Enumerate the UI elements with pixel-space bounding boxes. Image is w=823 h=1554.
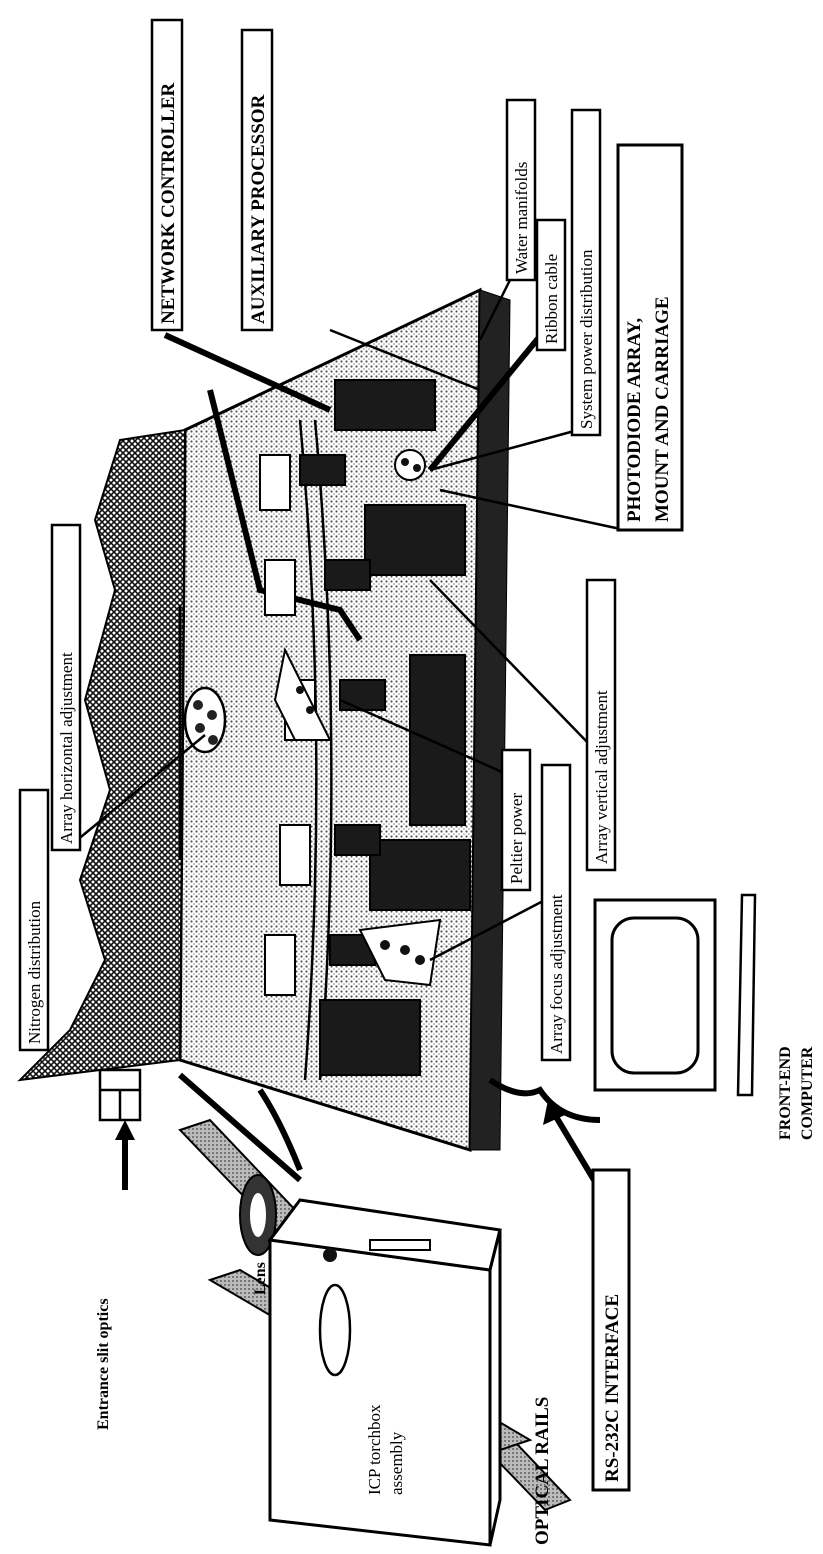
svg-text:NETWORK CONTROLLER: NETWORK CONTROLLER <box>158 82 179 324</box>
label-water-manifolds: Water manifolds <box>507 100 535 280</box>
label-optical-rails: OPTICAL RAILS <box>532 1397 553 1545</box>
svg-text:COMPUTER: COMPUTER <box>799 1046 816 1140</box>
icp-torchbox-assembly <box>270 1200 500 1545</box>
label-peltier-power: Peltier power <box>502 750 530 890</box>
svg-text:Array focus adjustment: Array focus adjustment <box>547 894 566 1054</box>
svg-text:PHOTODIODE ARRAY,: PHOTODIODE ARRAY, <box>624 318 645 522</box>
svg-text:Ribbon cable: Ribbon cable <box>542 254 561 344</box>
svg-text:Peltier power: Peltier power <box>507 793 526 884</box>
label-photodiode-array: PHOTODIODE ARRAY, MOUNT AND CARRIAGE <box>618 145 682 530</box>
rs232c-cable <box>490 1080 600 1120</box>
front-end-computer <box>595 895 755 1095</box>
label-rs232c-interface: RS-232C INTERFACE <box>593 1170 629 1490</box>
svg-text:Array vertical adjustment: Array vertical adjustment <box>592 690 611 864</box>
svg-text:Entrance slit optics: Entrance slit optics <box>95 1298 112 1430</box>
svg-text:FRONT-END: FRONT-END <box>777 1046 794 1140</box>
svg-text:Array horizontal adjustment: Array horizontal adjustment <box>57 652 76 844</box>
label-array-focus-adjustment: Array focus adjustment <box>542 765 570 1060</box>
label-auxiliary-processor: AUXILIARY PROCESSOR <box>242 30 272 330</box>
svg-text:MOUNT AND CARRIAGE: MOUNT AND CARRIAGE <box>652 296 673 522</box>
svg-text:AUXILIARY PROCESSOR: AUXILIARY PROCESSOR <box>248 94 269 324</box>
svg-text:RS-232C INTERFACE: RS-232C INTERFACE <box>602 1294 623 1482</box>
label-entrance-slit-optics: Entrance slit optics <box>95 1298 112 1430</box>
svg-text:Nitrogen distribution: Nitrogen distribution <box>25 900 44 1044</box>
entrance-slit <box>100 1070 140 1120</box>
label-lens: Lens <box>252 1262 269 1295</box>
label-front-end-computer: FRONT-END COMPUTER <box>777 1046 816 1140</box>
keyboard <box>738 895 755 1095</box>
svg-text:Water manifolds: Water manifolds <box>512 162 531 274</box>
svg-text:System power distribution: System power distribution <box>577 249 596 429</box>
system-power-connector <box>395 450 425 480</box>
nitrogen-distribution-manifold <box>185 688 225 752</box>
label-system-power-distribution: System power distribution <box>572 110 600 435</box>
label-nitrogen-distribution: Nitrogen distribution <box>20 790 48 1050</box>
label-ribbon-cable: Ribbon cable <box>537 220 565 350</box>
svg-text:assembly: assembly <box>387 1431 406 1495</box>
label-network-controller: NETWORK CONTROLLER <box>152 20 182 330</box>
label-array-horizontal-adjustment: Array horizontal adjustment <box>52 525 80 850</box>
svg-text:Lens: Lens <box>252 1262 269 1295</box>
svg-text:ICP torchbox: ICP torchbox <box>365 1404 384 1495</box>
label-array-vertical-adjustment: Array vertical adjustment <box>587 580 615 870</box>
svg-text:OPTICAL RAILS: OPTICAL RAILS <box>532 1397 553 1545</box>
